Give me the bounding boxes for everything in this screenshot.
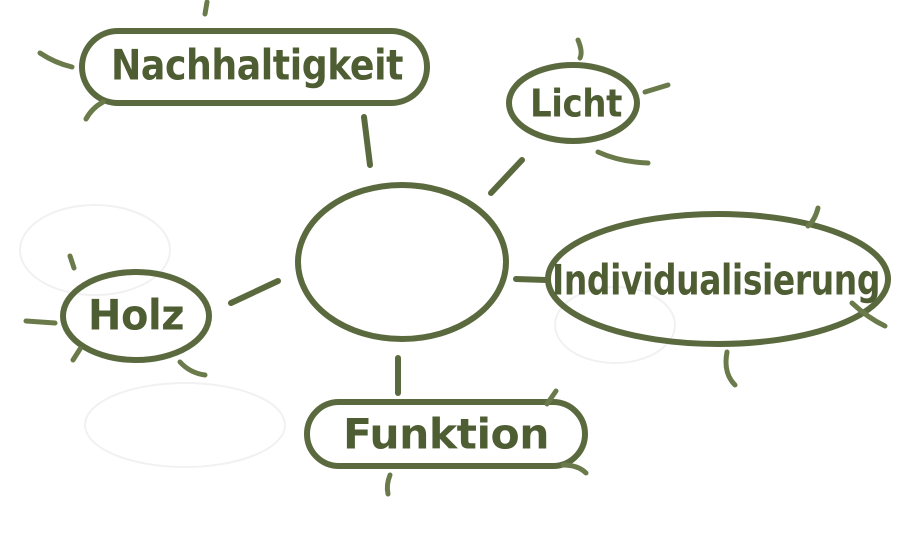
node-individualisierung-bubble — [545, 211, 891, 347]
connector-licht — [488, 157, 525, 196]
decor-tick — [384, 472, 393, 497]
ghost-ellipse-bottom-left — [84, 382, 286, 468]
decor-tick — [202, 0, 210, 17]
node-individualisierung-label: Individualisierung — [552, 256, 880, 305]
node-holz-bubble — [60, 269, 212, 363]
connector-holz — [228, 278, 281, 306]
ghost-ellipse-right — [554, 286, 676, 364]
node-funktion-bubble — [304, 399, 588, 469]
decor-tick — [642, 82, 671, 95]
node-nachhaltigkeit: Nachhaltigkeit — [37, 0, 430, 122]
decor-tick — [849, 300, 888, 329]
decor-tick — [37, 50, 75, 70]
decor-tick — [595, 149, 651, 166]
connector-nachhaltigkeit — [361, 114, 373, 168]
node-funktion-label: Funktion — [343, 410, 549, 459]
node-holz: Holz — [23, 253, 212, 378]
node-nachhaltigkeit-label: Nachhaltigkeit — [111, 41, 403, 90]
decor-tick — [177, 359, 208, 378]
decor-tick — [723, 349, 738, 388]
node-nachhaltigkeit-bubble — [79, 28, 430, 106]
center-node — [295, 182, 509, 342]
decor-tick — [544, 388, 559, 407]
decor-tick — [67, 253, 77, 271]
node-funktion: Funktion — [304, 388, 589, 497]
background-ghost-shapes — [19, 204, 676, 468]
node-licht: Licht — [506, 37, 671, 166]
decor-tick — [805, 205, 821, 229]
node-licht-label: Licht — [530, 82, 622, 126]
decor-tick — [575, 37, 584, 61]
connectors — [228, 114, 549, 396]
decor-tick — [83, 99, 106, 122]
node-individualisierung: Individualisierung — [545, 205, 891, 388]
node-holz-label: Holz — [88, 291, 184, 340]
node-licht-bubble — [506, 62, 640, 144]
connector-individualisierung — [513, 276, 549, 283]
decor-tick — [70, 346, 83, 363]
ghost-ellipse-left — [19, 204, 171, 296]
decor-tick — [23, 318, 58, 326]
decor-tick — [560, 462, 589, 476]
